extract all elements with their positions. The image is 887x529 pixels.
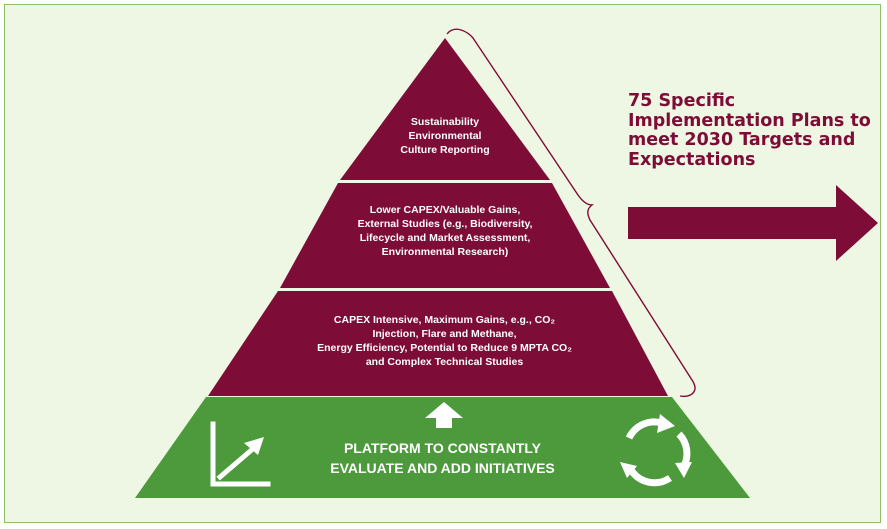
implementation-plans-heading: 75 Specific Implementation Plans to meet… (628, 91, 871, 170)
pyramid-tier-bottom (208, 291, 668, 396)
growth-chart-arrowhead (244, 437, 264, 455)
platform-label: PLATFORM TO CONSTANTLY EVALUATE AND ADD … (330, 440, 555, 477)
cycle-arrowheads (620, 414, 692, 478)
tier-bottom-text: CAPEX Intensive, Maximum Gains, e.g., CO… (317, 314, 572, 368)
pyramid-tier-middle (280, 183, 610, 288)
pyramid-tier-top (340, 38, 550, 180)
tier-top-text: Sustainability Environmental Culture Rep… (400, 116, 490, 156)
platform-base (135, 397, 750, 498)
up-arrow-icon (425, 402, 463, 428)
tier-middle-text: Lower CAPEX/Valuable Gains, External Stu… (357, 204, 533, 258)
growth-chart-icon (210, 421, 271, 487)
right-arrow-icon (628, 185, 878, 261)
tiers-bracket (446, 28, 696, 398)
